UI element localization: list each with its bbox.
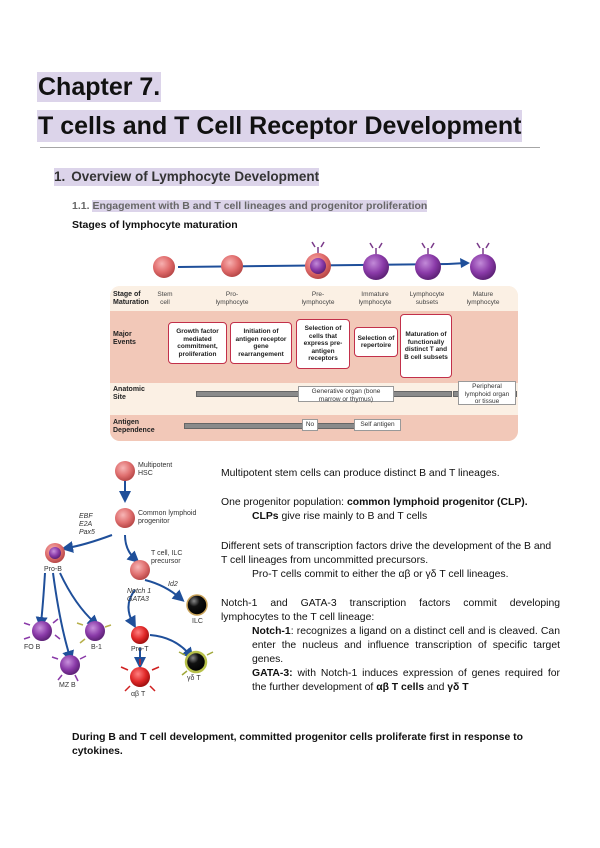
pre-lymphocyte-icon bbox=[305, 241, 331, 279]
lineage-graphic bbox=[23, 461, 214, 692]
paragraph-transcription-factors: Different sets of transcription factors … bbox=[221, 541, 552, 566]
gd-t-label: γδ T bbox=[187, 675, 201, 682]
subsection-number: 1.1. bbox=[72, 200, 90, 212]
id2-label: Id2 bbox=[168, 581, 178, 588]
chapter-label: Chapter 7. bbox=[37, 72, 162, 102]
clp-cell-icon bbox=[115, 508, 135, 528]
mz-b-label: MZ B bbox=[59, 682, 76, 689]
clp-label: Common lymphoid progenitor bbox=[138, 510, 197, 525]
ilc-cell-icon bbox=[186, 594, 208, 616]
t-ilc-precursor-icon bbox=[130, 560, 150, 580]
cell-progression-graphic bbox=[153, 241, 496, 280]
paragraph-multipotent: Multipotent stem cells can produce disti… bbox=[221, 468, 500, 479]
figure-caption: Stages of lymphocyte maturation bbox=[72, 219, 238, 231]
row-label-antigen: Antigen Dependence bbox=[113, 419, 155, 434]
b1-cell-icon bbox=[76, 621, 112, 644]
stage-label: Mature lymphocyte bbox=[466, 291, 500, 306]
maturation-table: Stage of Maturation Stem cell Pro-lympho… bbox=[110, 286, 518, 441]
paragraph-clp: One progenitor population: common lympho… bbox=[221, 497, 528, 508]
paragraph-clp-detail: CLPs give rise mainly to B and T cells bbox=[252, 511, 428, 522]
peripheral-organ-box: Peripheral lymphoid organ or tissue bbox=[458, 381, 516, 405]
t-factors-label: Notch 1 GATA3 bbox=[127, 588, 152, 603]
pro-b-cell-icon bbox=[45, 543, 65, 563]
event-box: Initiation of antigen receptor gene rear… bbox=[230, 322, 292, 364]
lymphocyte-lineage-figure: Multipotent HSC Common lymphoid progenit… bbox=[15, 455, 220, 705]
event-box: Growth factor mediated commitment, proli… bbox=[168, 322, 227, 364]
paragraph-gata3: GATA-3: with Notch-1 induces expression … bbox=[252, 668, 560, 693]
section-heading: 1. Overview of Lymphocyte Development bbox=[54, 168, 320, 186]
maturation-stages-figure: Stage of Maturation Stem cell Pro-lympho… bbox=[110, 236, 518, 441]
fo-b-label: FO B bbox=[24, 644, 41, 651]
event-box: Maturation of functionally distinct T an… bbox=[400, 314, 452, 378]
lymphocyte-subsets-icon bbox=[415, 242, 441, 280]
hsc-cell-icon bbox=[115, 461, 135, 481]
ab-t-cell-icon bbox=[120, 659, 160, 692]
row-label-events: Major Events bbox=[113, 331, 136, 346]
ab-t-label: αβ T bbox=[131, 691, 146, 698]
pro-t-cell-icon bbox=[131, 626, 149, 644]
stage-label: Stem cell bbox=[157, 291, 173, 306]
self-antigen-box: Self antigen bbox=[354, 419, 401, 431]
pro-b-label: Pro-B bbox=[44, 566, 62, 573]
generative-organ-box: Generative organ (bone marrow or thymus) bbox=[298, 386, 394, 403]
paragraph-notch1: Notch-1: recognizes a ligand on a distin… bbox=[252, 626, 560, 665]
paragraph-pro-t: Pro-T cells commit to either the αβ or γ… bbox=[252, 569, 509, 580]
t-ilc-precursor-label: T cell, ILC precursor bbox=[151, 550, 183, 565]
stage-label: Immature lymphocyte bbox=[358, 291, 392, 306]
ilc-label: ILC bbox=[192, 618, 203, 625]
fo-b-cell-icon bbox=[23, 618, 61, 641]
section-title: Overview of Lymphocyte Development bbox=[71, 169, 320, 184]
b1-label: B-1 bbox=[91, 644, 102, 651]
antigen-bar bbox=[184, 423, 362, 429]
subsection-title: Engagement with B and T cell lineages an… bbox=[92, 200, 428, 212]
lineage-arrows bbox=[35, 480, 194, 669]
arrowhead bbox=[460, 258, 470, 268]
event-box: Selection of repertoire bbox=[354, 327, 398, 357]
event-box: Selection of cells that express pre-anti… bbox=[296, 319, 350, 369]
mz-b-cell-icon bbox=[51, 655, 87, 682]
immature-lymphocyte-icon bbox=[363, 242, 389, 280]
stage-label: Pre-lymphocyte bbox=[301, 291, 335, 306]
row-label-site: Anatomic Site bbox=[113, 386, 145, 401]
pro-lymphocyte-icon bbox=[221, 255, 243, 277]
antigen-no-box: No bbox=[302, 419, 318, 431]
paragraph-notch-gata: Notch-1 and GATA-3 transcription factors… bbox=[221, 598, 560, 623]
gd-t-cell-icon bbox=[178, 650, 214, 676]
mature-lymphocyte-icon bbox=[470, 242, 496, 280]
title-divider bbox=[40, 147, 540, 148]
b-factors-label: EBF E2A Pax5 bbox=[79, 513, 95, 536]
row-label-stage: Stage of Maturation bbox=[113, 291, 149, 306]
pro-t-label: Pro-T bbox=[131, 646, 149, 653]
stem-cell-icon bbox=[153, 256, 175, 278]
clp-term: common lymphoid progenitor (CLP). bbox=[346, 497, 528, 508]
stage-label: Lymphocyte subsets bbox=[409, 291, 445, 306]
hsc-label: Multipotent HSC bbox=[138, 462, 173, 477]
subsection-heading: 1.1. Engagement with B and T cell lineag… bbox=[72, 200, 428, 213]
closing-statement: During B and T cell development, committ… bbox=[72, 732, 523, 757]
section-number: 1. bbox=[54, 169, 66, 184]
stage-label: Pro-lymphocyte bbox=[215, 291, 249, 306]
chapter-title: T cells and T Cell Receptor Development bbox=[37, 110, 523, 142]
